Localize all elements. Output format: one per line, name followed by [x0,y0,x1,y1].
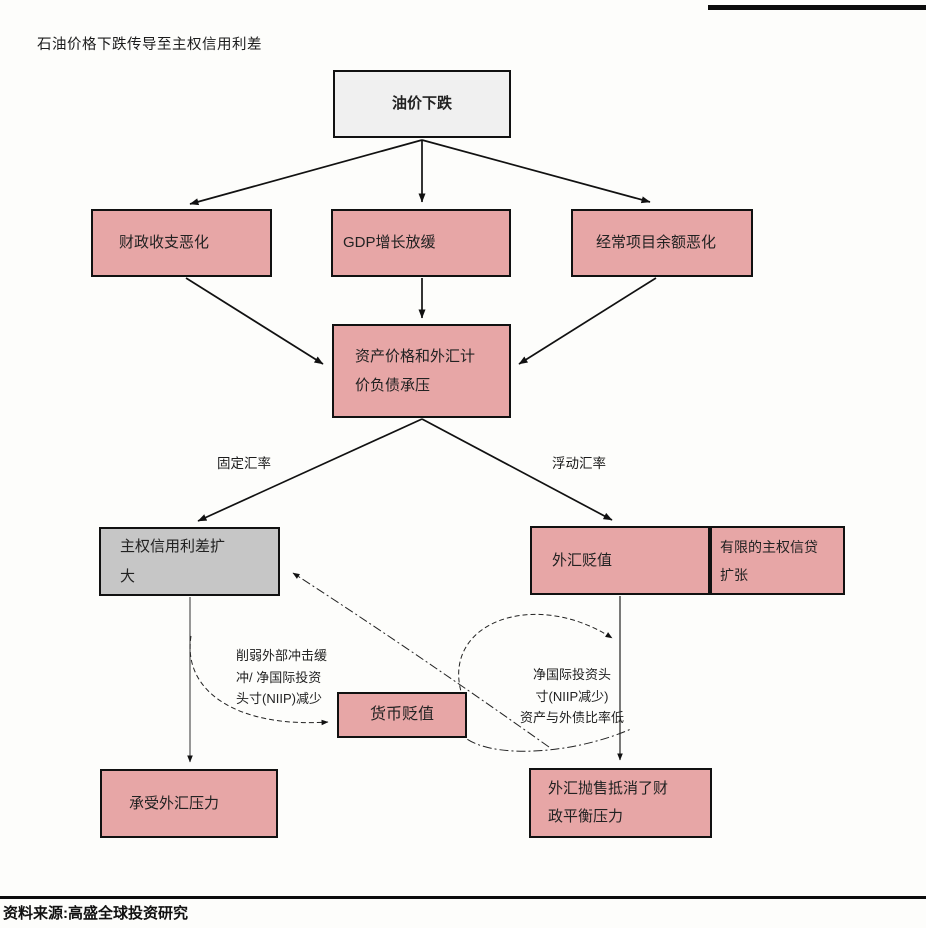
node-fx-depreciation: 外汇贬值 [530,526,710,595]
footer-rule [0,896,926,899]
note-niip-decline: 净国际投资头 寸(NIIP减少) 资产与外债比率低 [519,667,624,725]
node-fx-sales-offset-fiscal-pressure: 外汇抛售抵消了财政平衡压力 [529,768,712,838]
node-fiscal-deterioration: 财政收支恶化 [91,209,272,277]
source-note: 资料来源:高盛全球投资研究 [3,905,188,922]
node-gdp-slowdown: GDP增长放缓 [331,209,511,277]
edge-fiscal-to-asset [185,277,324,365]
node-fx-pressure: 承受外汇压力 [100,769,278,838]
note-weaken-external-buffer: 削弱外部冲击缓 冲/ 净国际投资 头寸(NIIP)减少 [236,648,328,706]
node-asset-fx-liability-pressure: 资产价格和外汇计价负债承压 [332,324,511,418]
node-current-account-deterioration: 经常项目余额恶化 [571,209,753,277]
edge-oil-to-fiscal [189,139,423,206]
label-floating-exchange-rate: 浮动汇率 [552,456,606,471]
top-right-rule [708,5,926,10]
chart-title: 石油价格下跌传导至主权信用利差 [37,37,262,53]
edge-current-account-to-asset [518,277,657,365]
node-sovereign-spread-widening: 主权信用利差扩大 [99,527,280,596]
node-currency-depreciation: 货币贬值 [337,692,467,738]
edge-oil-to-current-account [421,139,651,204]
node-limited-sovereign-credit-expansion: 有限的主权信贷扩张 [710,526,845,595]
label-fixed-exchange-rate: 固定汇率 [217,456,271,471]
node-oil-price-drop: 油价下跌 [333,70,511,138]
edge-niip-loop-bottom [455,726,632,752]
